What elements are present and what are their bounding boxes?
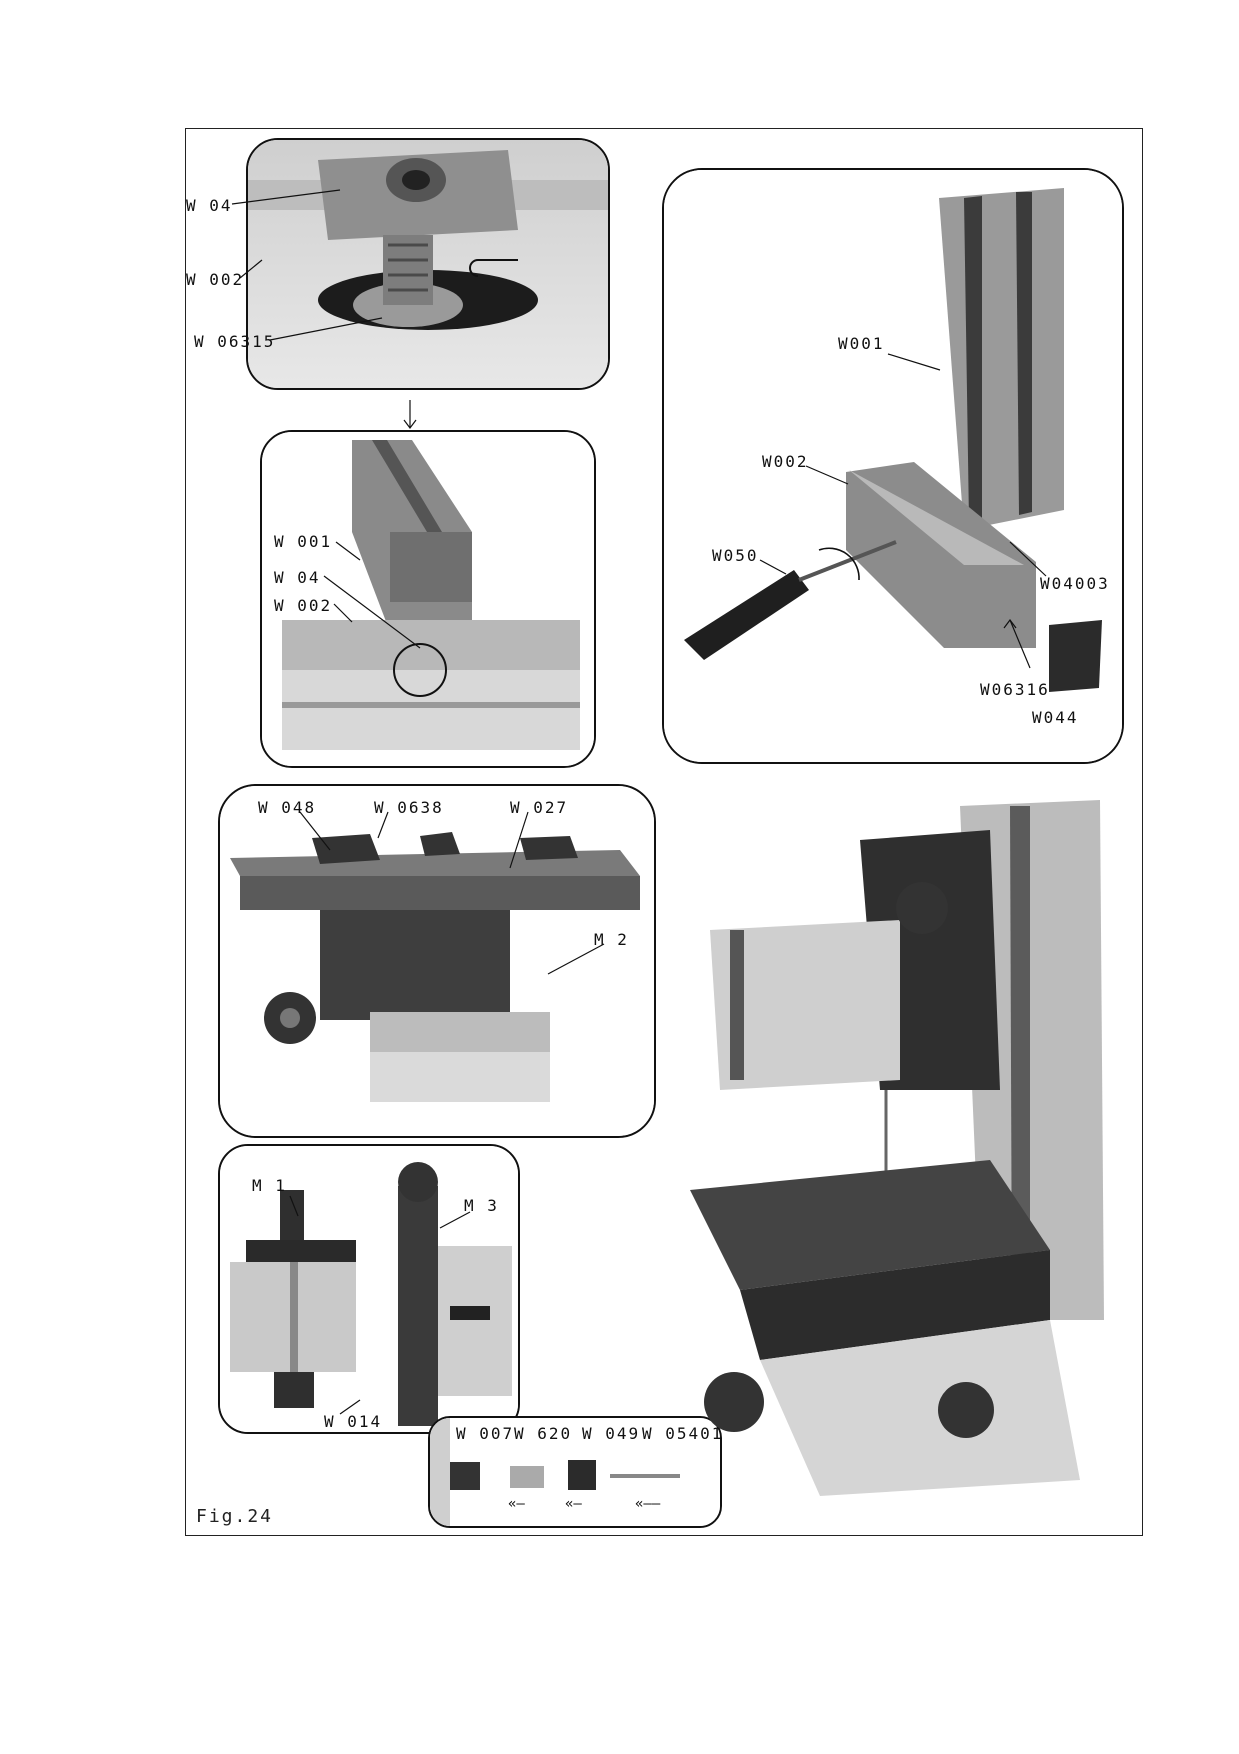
label-w002-a: W 002 <box>186 270 245 289</box>
label-w002-c: W002 <box>762 452 809 471</box>
label-w007: W 007 <box>456 1424 515 1443</box>
clamp-detail-photo <box>248 140 608 388</box>
chuck-parts-photo: «— «— «—— <box>430 1418 720 1526</box>
head-assembly-photo <box>220 1146 518 1432</box>
label-w05401: W 05401 <box>642 1424 724 1443</box>
label-w06316: W06316 <box>980 680 1050 699</box>
label-w620: W 620 <box>514 1424 573 1443</box>
panel-column-base <box>662 168 1124 764</box>
label-w06315: W 06315 <box>194 332 276 351</box>
label-w050: W050 <box>712 546 759 565</box>
label-w04-b: W 04 <box>274 568 321 587</box>
label-w014: W 014 <box>324 1412 383 1431</box>
label-w001-c: W001 <box>838 334 885 353</box>
panel-clamp-detail <box>246 138 610 390</box>
column-base-photo <box>664 170 1122 762</box>
figure-frame <box>185 128 1143 1536</box>
svg-text:«—: «— <box>508 1496 525 1512</box>
table-assembly-photo <box>220 786 654 1136</box>
label-m2: M 2 <box>594 930 629 949</box>
svg-text:«—: «— <box>565 1496 582 1512</box>
label-w002-b: W 002 <box>274 596 333 615</box>
label-m1: M 1 <box>252 1176 287 1195</box>
svg-text:«——: «—— <box>635 1496 661 1512</box>
label-w027: W 027 <box>510 798 569 817</box>
label-w044: W044 <box>1032 708 1079 727</box>
label-w049: W 049 <box>582 1424 641 1443</box>
label-w001-b: W 001 <box>274 532 333 551</box>
label-w0638: W 0638 <box>374 798 444 817</box>
figure-caption: Fig.24 <box>196 1506 274 1527</box>
panel-chuck-parts: «— «— «—— <box>428 1416 722 1528</box>
label-w04003: W04003 <box>1040 574 1110 593</box>
panel-table-assembly <box>218 784 656 1138</box>
label-w048: W 048 <box>258 798 317 817</box>
label-m3: M 3 <box>464 1196 499 1215</box>
panel-head-assembly <box>218 1144 520 1434</box>
label-w04-a: W 04 <box>186 196 233 215</box>
